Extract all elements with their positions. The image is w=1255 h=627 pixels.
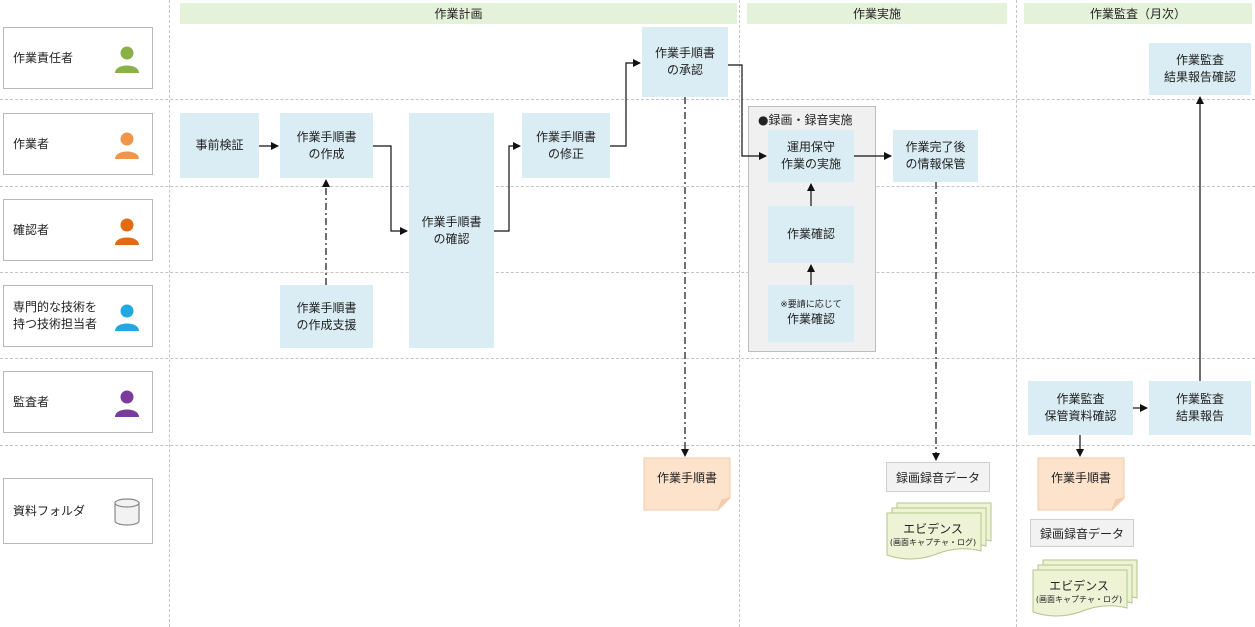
evidence-title: エビデンス [903, 522, 963, 536]
role-work-manager: 作業責任者 [3, 27, 153, 89]
node-create-procedure: 作業手順書 の作成 [280, 113, 373, 178]
role-worker: 作業者 [3, 113, 153, 175]
role-reviewer: 確認者 [3, 199, 153, 261]
node-audit-check: 作業監査 保管資料確認 [1028, 381, 1133, 435]
lane-divider [0, 186, 1255, 187]
as-needed-label: 作業確認 [786, 312, 835, 326]
phase-audit: 作業監査（月次） [1024, 3, 1252, 24]
person-icon [115, 304, 139, 331]
phase-divider [1016, 0, 1017, 627]
role-label: 確認者 [13, 222, 50, 237]
lane-divider [0, 445, 1255, 446]
recording-group-title: ●録画・録音実施 [758, 113, 853, 127]
person-icon [115, 390, 139, 417]
role-label: 作業者 [13, 136, 50, 151]
doc-procedure-archive: 作業手順書 [1050, 470, 1111, 485]
node-audit-confirm: 作業監査 結果報告確認 [1149, 43, 1251, 95]
node-do-work: 運用保守 作業の実施 [768, 130, 854, 182]
node-approve-procedure: 作業手順書 の承認 [642, 27, 728, 97]
doc-recording-data: 録画録音データ [886, 462, 990, 492]
doc-evidence: エビデンス (画面キャプチャ・ログ) [881, 522, 985, 548]
lane-divider [0, 358, 1255, 359]
person-icon [115, 46, 139, 73]
node-work-check: 作業確認 [768, 206, 854, 263]
node-as-needed-check: ※要請に応じて 作業確認 [768, 285, 854, 342]
role-auditor: 監査者 [3, 371, 153, 433]
database-icon [114, 498, 140, 526]
doc-evidence-archive: エビデンス (画面キャプチャ・ログ) [1027, 579, 1131, 605]
role-document-folder: 資料フォルダ [3, 478, 153, 544]
evidence-title: エビデンス [1049, 579, 1109, 593]
phase-divider [169, 0, 170, 627]
role-label: 資料フォルダ [13, 503, 86, 518]
person-icon [115, 218, 139, 245]
doc-procedure: 作業手順書 [656, 470, 717, 485]
node-fix-procedure: 作業手順書 の修正 [522, 113, 610, 178]
evidence-subtitle: (画面キャプチャ・ログ) [1035, 595, 1123, 604]
node-store-info: 作業完了後 の情報保管 [893, 130, 978, 182]
as-needed-note: ※要請に応じて [780, 300, 842, 310]
node-audit-report: 作業監査 結果報告 [1149, 381, 1251, 435]
role-label: 作業責任者 [13, 50, 74, 65]
evidence-subtitle: (画面キャプチャ・ログ) [889, 538, 977, 547]
node-pre-check: 事前検証 [180, 113, 259, 178]
lane-divider [0, 99, 1255, 100]
lane-divider [0, 272, 1255, 273]
node-confirm-procedure: 作業手順書 の確認 [409, 113, 494, 348]
role-label: 専門的な技術を 持つ技術担当者 [13, 300, 98, 331]
phase-divider [739, 0, 740, 627]
role-specialist: 専門的な技術を 持つ技術担当者 [3, 285, 153, 347]
doc-recording-data-archive: 録画録音データ [1030, 519, 1134, 547]
node-create-support: 作業手順書 の作成支援 [280, 285, 373, 348]
role-label: 監査者 [13, 394, 50, 409]
person-icon [115, 132, 139, 159]
phase-planning: 作業計画 [180, 3, 737, 24]
phase-execution: 作業実施 [747, 3, 1007, 24]
